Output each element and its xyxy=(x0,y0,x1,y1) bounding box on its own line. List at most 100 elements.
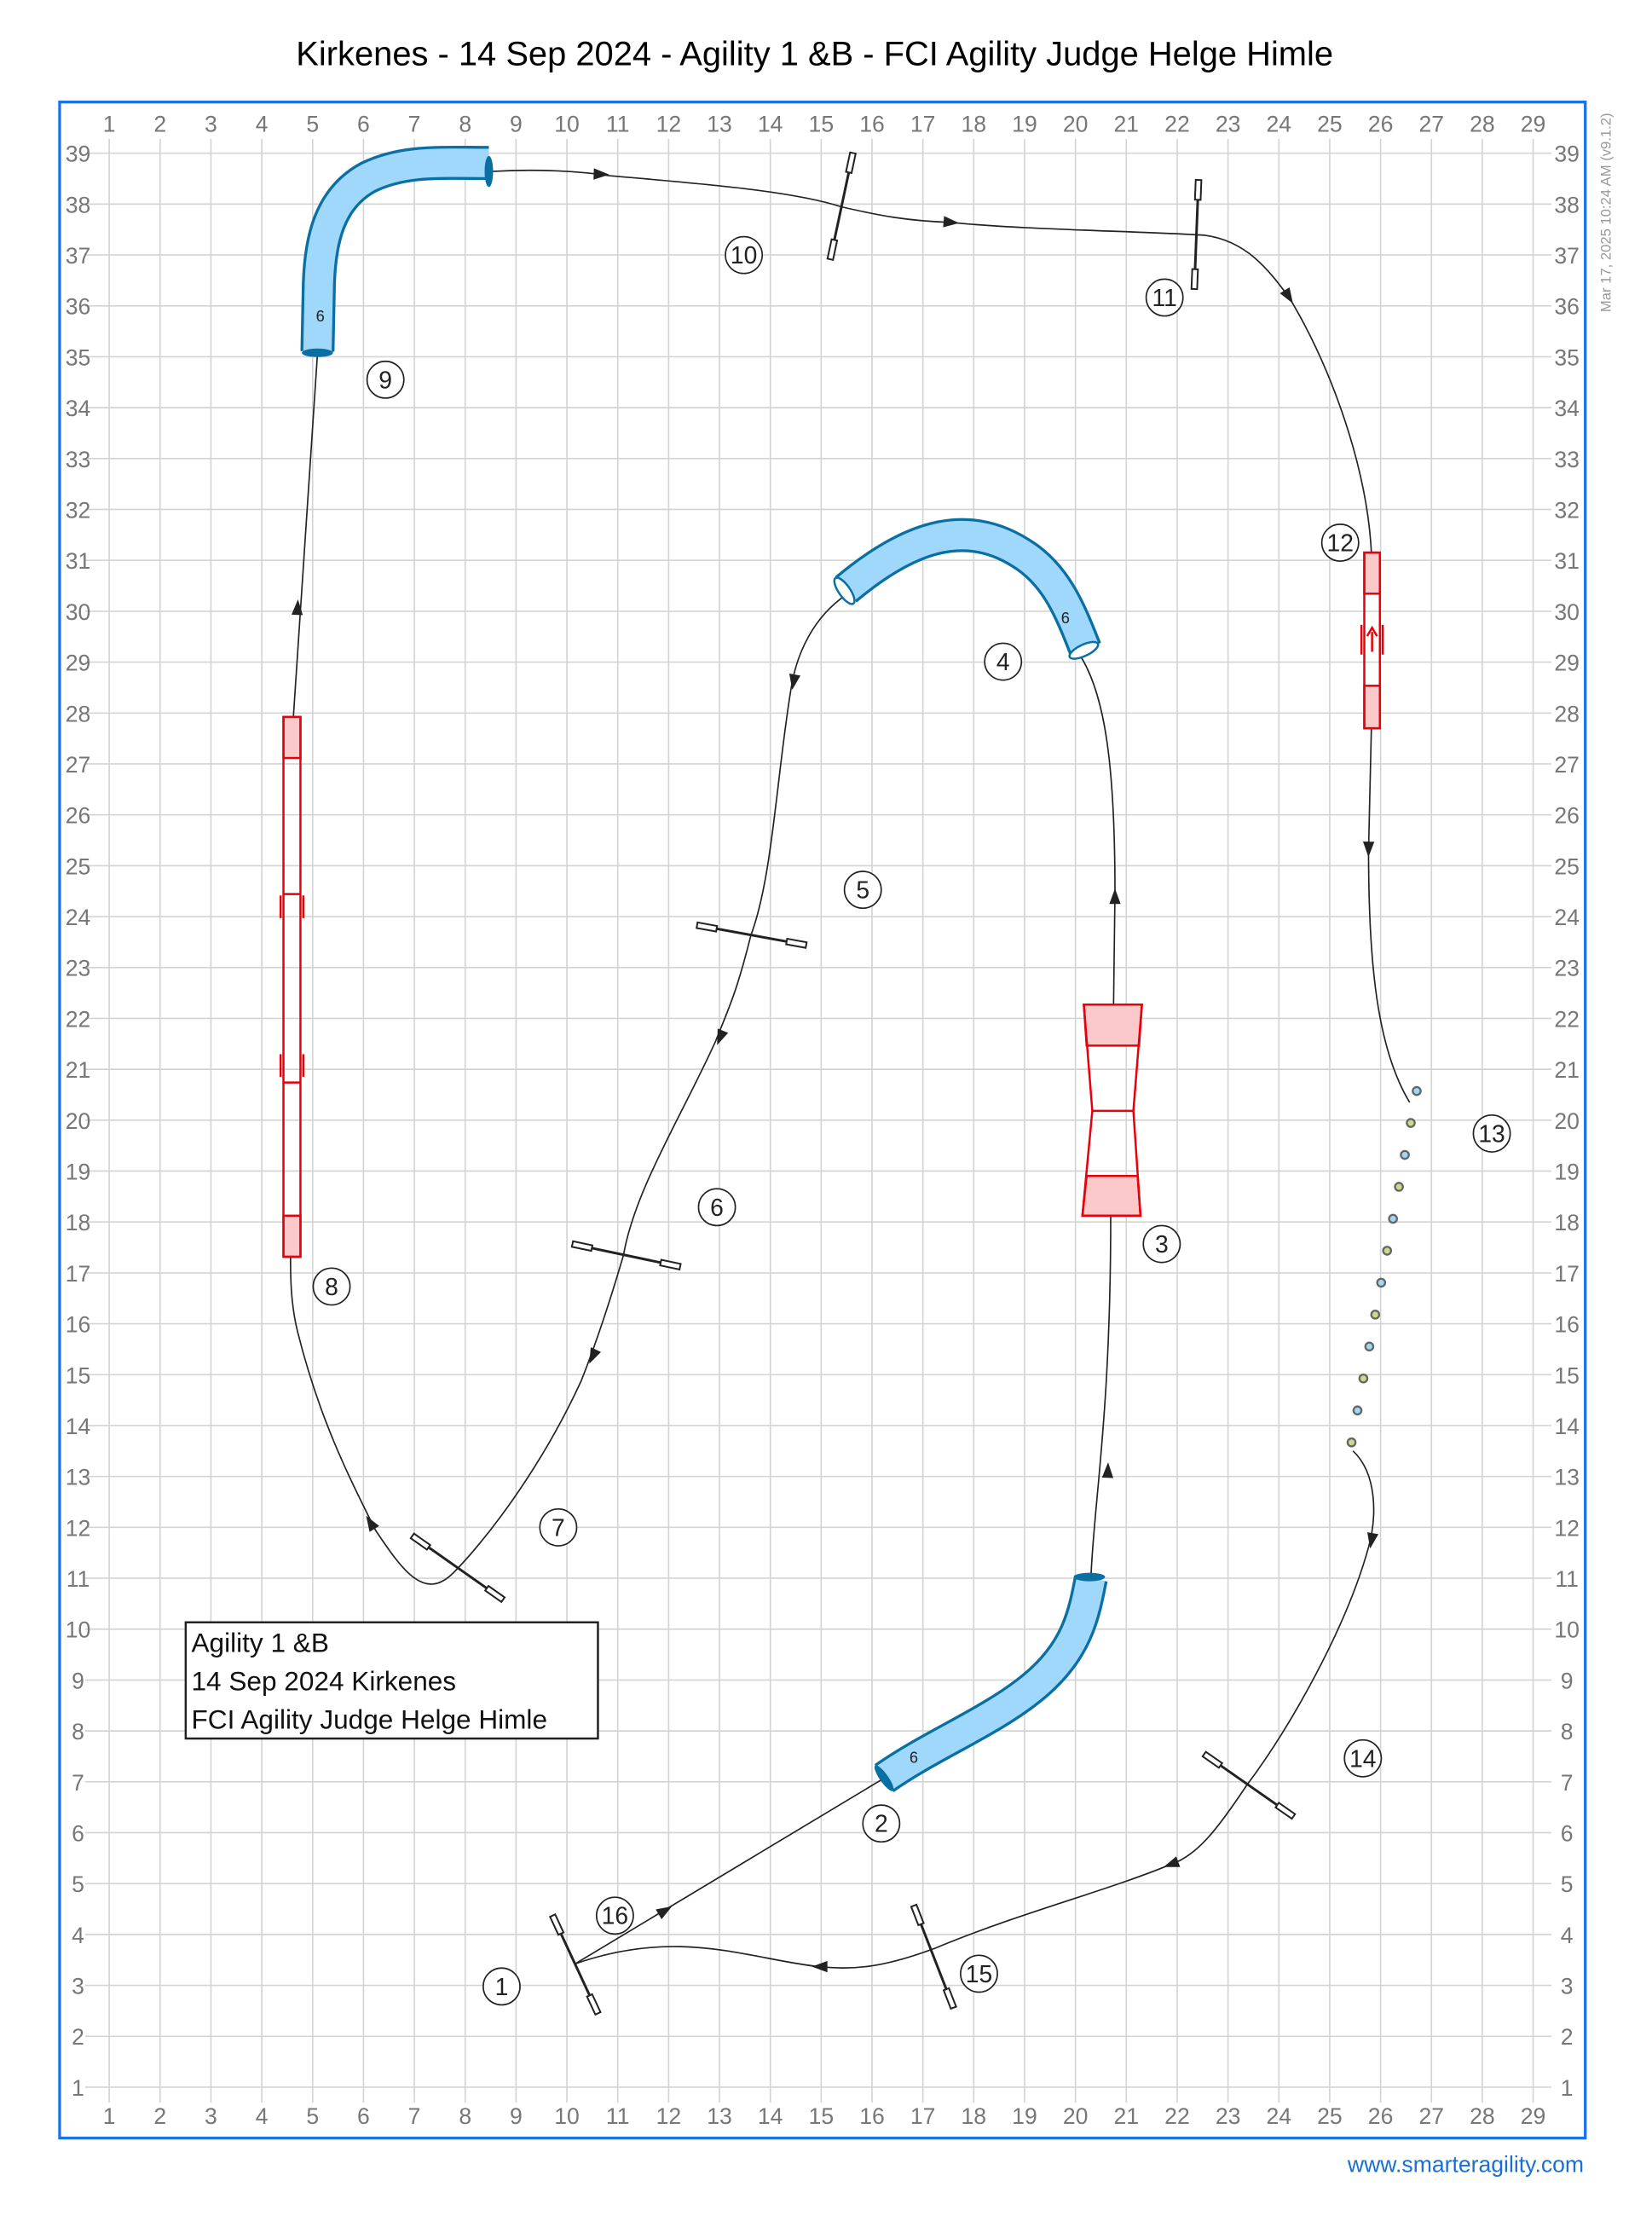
jump-1[interactable] xyxy=(548,1913,602,2016)
arrow-icon xyxy=(943,216,960,228)
x-tick-label: 11 xyxy=(606,2103,630,2129)
x-tick-label: 2 xyxy=(153,112,166,137)
jump-wing xyxy=(845,151,858,175)
x-tick-label: 15 xyxy=(809,112,835,137)
jump-15[interactable] xyxy=(910,1903,957,2010)
x-tick-label: 28 xyxy=(1470,112,1495,137)
x-tick-label: 18 xyxy=(962,112,987,137)
y-tick-label: 32 xyxy=(66,497,91,523)
obstacle-number-11: 11 xyxy=(1145,278,1184,317)
obstacle-number-5: 5 xyxy=(843,871,882,910)
number-label: 11 xyxy=(1152,284,1177,311)
y-tick-label: 36 xyxy=(1554,294,1580,320)
y-tick-label: 23 xyxy=(66,956,91,981)
x-tick-label: 19 xyxy=(1012,2103,1037,2129)
jump-wing xyxy=(1201,1750,1224,1769)
obstacle-number-7: 7 xyxy=(539,1507,578,1547)
jump-5[interactable] xyxy=(696,921,808,949)
y-tick-label: 15 xyxy=(66,1362,91,1388)
weave-pole xyxy=(1346,1437,1357,1448)
y-tick-label: 20 xyxy=(66,1108,91,1134)
y-tick-label: 24 xyxy=(66,905,91,930)
obstacle-number-6: 6 xyxy=(697,1188,736,1227)
tunnel-4[interactable]: 6 xyxy=(831,518,1101,662)
number-label: 8 xyxy=(325,1273,338,1300)
arrow-icon xyxy=(1362,841,1375,858)
y-tick-label: 31 xyxy=(1554,548,1580,574)
y-tick-label: 18 xyxy=(1554,1210,1580,1235)
arrow-icon xyxy=(1279,287,1293,304)
y-tick-label: 19 xyxy=(1554,1159,1580,1184)
x-tick-label: 24 xyxy=(1266,112,1291,137)
number-circle xyxy=(1320,524,1360,562)
number-circle xyxy=(984,642,1023,681)
number-label: 1 xyxy=(495,1973,509,2000)
number-label: 3 xyxy=(1155,1230,1169,1258)
number-circle xyxy=(725,235,764,275)
y-tick-label: 35 xyxy=(1554,344,1580,370)
y-tick-label: 25 xyxy=(1554,853,1580,879)
jump-wing xyxy=(1274,1801,1297,1820)
jump-6[interactable] xyxy=(570,1240,682,1271)
jump-wing xyxy=(1190,268,1199,291)
y-tick-label: 22 xyxy=(1554,1006,1580,1032)
number-circle xyxy=(1145,278,1184,317)
number-label: 5 xyxy=(856,876,869,904)
x-tick-label: 7 xyxy=(408,112,421,137)
y-tick-label: 19 xyxy=(66,1159,91,1184)
weave-pole xyxy=(1352,1405,1363,1416)
tunnel-9[interactable]: 6 xyxy=(300,145,494,357)
x-tick-label: 6 xyxy=(357,2103,370,2129)
number-label: 6 xyxy=(710,1194,724,1221)
x-tick-label: 20 xyxy=(1063,2103,1089,2129)
obstacle-number-4: 4 xyxy=(984,642,1023,681)
x-tick-label: 18 xyxy=(962,2103,987,2129)
jump-11[interactable] xyxy=(1190,178,1203,291)
arrow-icon xyxy=(812,1960,828,1973)
number-label: 14 xyxy=(1349,1744,1376,1772)
obstacle-number-14: 14 xyxy=(1343,1738,1383,1778)
arrow-icon xyxy=(788,674,801,691)
y-tick-label: 29 xyxy=(1554,651,1580,676)
jump-7[interactable] xyxy=(409,1532,506,1604)
x-tick-label: 12 xyxy=(656,112,682,137)
arrow-icon xyxy=(366,1515,379,1532)
obstacle-number-1: 1 xyxy=(482,1967,521,2006)
x-tick-label: 5 xyxy=(306,2103,319,2129)
y-tick-label: 13 xyxy=(1554,1465,1580,1490)
y-tick-label: 33 xyxy=(1554,447,1580,472)
y-tick-label: 10 xyxy=(66,1617,91,1643)
y-tick-label: 38 xyxy=(66,192,91,217)
legend-line-1: Agility 1 &B xyxy=(192,1628,329,1658)
weave-poles[interactable] xyxy=(1346,1085,1422,1448)
jump-10[interactable] xyxy=(826,151,858,261)
x-tick-label: 13 xyxy=(707,2103,732,2129)
a-frame[interactable] xyxy=(1081,1003,1143,1218)
x-tick-label: 23 xyxy=(1216,2103,1241,2129)
y-tick-label: 13 xyxy=(66,1465,91,1490)
x-tick-label: 19 xyxy=(1012,112,1037,137)
footer-link[interactable]: www.smarteragility.com xyxy=(1347,2152,1584,2178)
jump-14[interactable] xyxy=(1201,1750,1297,1820)
number-label: 13 xyxy=(1478,1119,1505,1147)
x-tick-label: 9 xyxy=(510,112,523,137)
seesaw[interactable] xyxy=(1360,551,1384,730)
jump-wing xyxy=(696,921,719,933)
tunnel-2[interactable]: 6 xyxy=(872,1572,1108,1794)
x-tick-label: 15 xyxy=(809,2103,835,2129)
weave-pole xyxy=(1400,1149,1410,1160)
obstacle-number-9: 9 xyxy=(366,360,405,399)
x-tick-label: 22 xyxy=(1164,112,1190,137)
x-tick-label: 26 xyxy=(1368,2103,1394,2129)
dog-walk[interactable] xyxy=(279,715,305,1258)
y-tick-label: 11 xyxy=(1555,1566,1579,1592)
weave-pole xyxy=(1406,1118,1416,1128)
number-circle xyxy=(539,1507,578,1547)
y-tick-label: 14 xyxy=(1554,1414,1580,1439)
weave-pole xyxy=(1394,1182,1404,1192)
jumps xyxy=(409,151,1297,2016)
jump-wing xyxy=(1193,178,1203,201)
jump-wing xyxy=(548,1913,565,1936)
y-tick-label: 25 xyxy=(66,853,91,879)
y-tick-label: 27 xyxy=(1554,752,1580,778)
